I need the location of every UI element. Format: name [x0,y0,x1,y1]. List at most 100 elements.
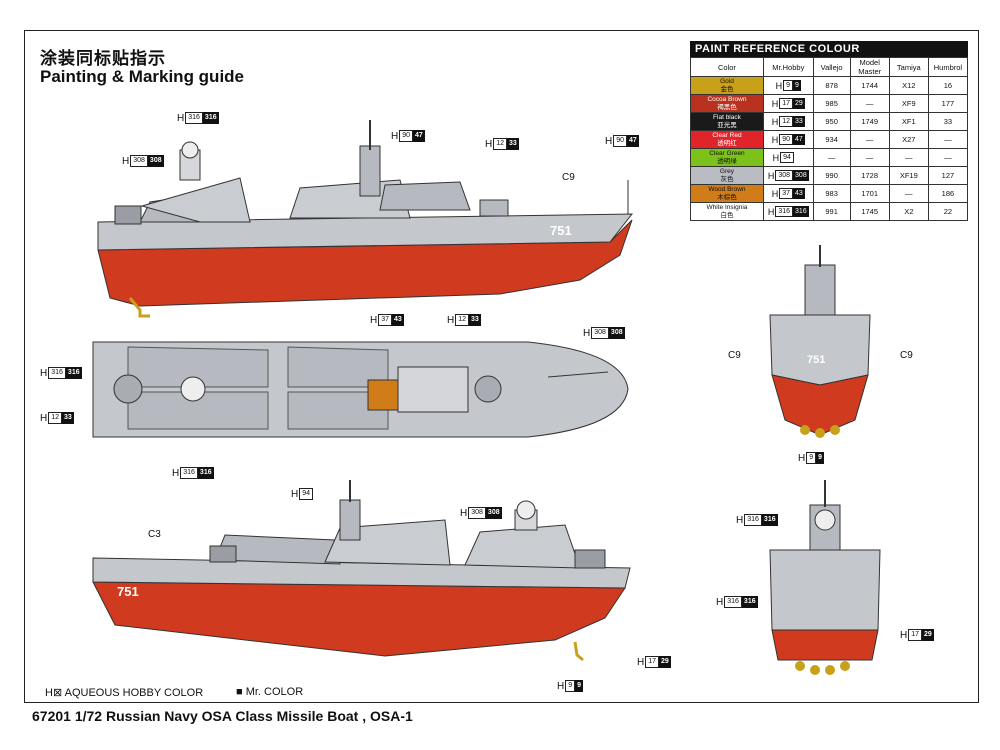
paint-modelmaster: 1701 [849,184,890,203]
paint-swatch: Grey 灰色 [690,166,764,185]
paint-swatch: Clear Red 透明红 [690,130,764,149]
paint-tamiya: X12 [888,76,929,95]
footer-product-title: 67201 1/72 Russian Navy OSA Class Missil… [32,708,413,724]
paint-name-cn: 透明红 [717,139,737,147]
decal-label-c9-right: C9 [900,350,913,361]
plan-view [92,341,629,438]
paint-modelmaster: 1744 [849,76,890,95]
col-tamiya: Tamiya [888,57,929,77]
paint-tamiya: — [888,148,929,167]
paint-modelmaster: 1749 [849,112,890,131]
decal-label-c9-top: C9 [562,172,575,183]
col-humbrol: Humbrol [927,57,969,77]
paint-tamiya: — [888,184,929,203]
paint-modelmaster: 1728 [849,166,890,185]
paint-name-cn: 褐黑色 [717,103,737,111]
paint-tamiya: XF19 [888,166,929,185]
paint-vallejo: 991 [812,202,851,221]
paint-name-cn: 金色 [720,85,734,93]
side-profile-top: 751 [97,120,634,318]
paint-name: Gold [720,77,734,85]
hull-number-top: 751 [550,223,572,238]
paint-swatch: Cocoa Brown 褐黑色 [690,94,764,113]
paint-vallejo: 983 [812,184,851,203]
paint-swatch: Wood Brown 木棕色 [690,184,764,203]
paint-tamiya: XF1 [888,112,929,131]
col-mrhobby: Mr.Hobby [762,57,814,77]
rear-view [769,480,881,675]
hull-number-bottom: 751 [117,584,139,599]
paint-humbrol: 33 [927,112,969,131]
paint-tamiya: X2 [888,202,929,221]
paint-name: Flat black [713,113,741,121]
paint-tamiya: X27 [888,130,929,149]
paint-humbrol: — [927,130,969,149]
hull-number-front: 751 [807,354,825,366]
paint-name-cn: 白色 [720,211,734,219]
paint-name-cn: 亚光黑 [717,121,737,129]
paint-name: Grey [719,167,735,175]
paint-name-cn: 灰色 [720,175,734,183]
title-english: Painting & Marking guide [40,67,245,86]
paint-humbrol: — [927,148,969,167]
title-chinese: 涂装同标贴指示 [40,49,166,68]
paint-humbrol: 186 [927,184,969,203]
col-vallejo: Vallejo [812,57,851,77]
paint-vallejo: 985 [812,94,851,113]
paint-name: Clear Green [709,149,745,157]
paint-humbrol: 127 [927,166,969,185]
paint-name: Cocoa Brown [707,95,747,103]
decal-label-c3: C3 [148,529,161,540]
paint-name: Wood Brown [708,185,746,193]
paint-name: Clear Red [712,131,742,139]
paint-modelmaster: — [849,130,890,149]
paint-table-header-row: Color Mr.Hobby Vallejo Model Master Tami… [690,57,969,77]
paint-modelmaster: — [849,94,890,113]
paint-tamiya: XF9 [888,94,929,113]
paint-humbrol: 177 [927,94,969,113]
paint-modelmaster: — [849,148,890,167]
front-view: 751 [769,245,871,438]
paint-vallejo: 990 [812,166,851,185]
side-profile-bottom: 751 [92,480,631,662]
paint-table-heading: PAINT REFERENCE COLOUR [690,41,968,57]
paint-swatch: Clear Green 透明绿 [690,148,764,167]
paint-name: White Insignia [706,203,748,211]
paint-reference-table: PAINT REFERENCE COLOUR Color Mr.Hobby Va… [690,41,969,221]
paint-vallejo: — [812,148,851,167]
col-modelmaster: Model Master [849,57,890,77]
paint-table: Color Mr.Hobby Vallejo Model Master Tami… [690,57,969,221]
paint-swatch: Flat black 亚光黑 [690,112,764,131]
paint-swatch: Gold 金色 [690,76,764,95]
paint-swatch: White Insignia 白色 [690,202,764,221]
